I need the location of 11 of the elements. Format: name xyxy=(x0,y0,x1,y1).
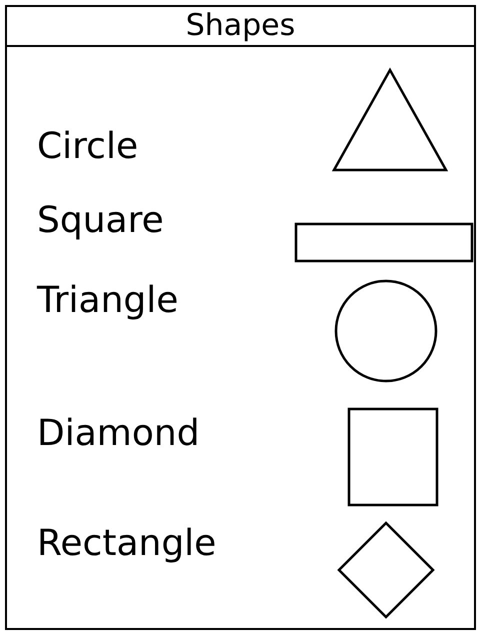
triangle-outline xyxy=(333,69,447,171)
diamond-outline xyxy=(338,522,434,618)
shape-name: Rectangle xyxy=(37,522,216,566)
square-outline xyxy=(348,408,438,506)
circle-outline xyxy=(335,280,437,382)
title: Shapes xyxy=(184,9,296,43)
shape-name: Triangle xyxy=(37,279,178,323)
shape-name: Circle xyxy=(37,125,138,169)
shape-name: Square xyxy=(37,199,164,243)
shape-name: Diamond xyxy=(37,412,200,456)
rectangle-outline xyxy=(295,223,473,262)
